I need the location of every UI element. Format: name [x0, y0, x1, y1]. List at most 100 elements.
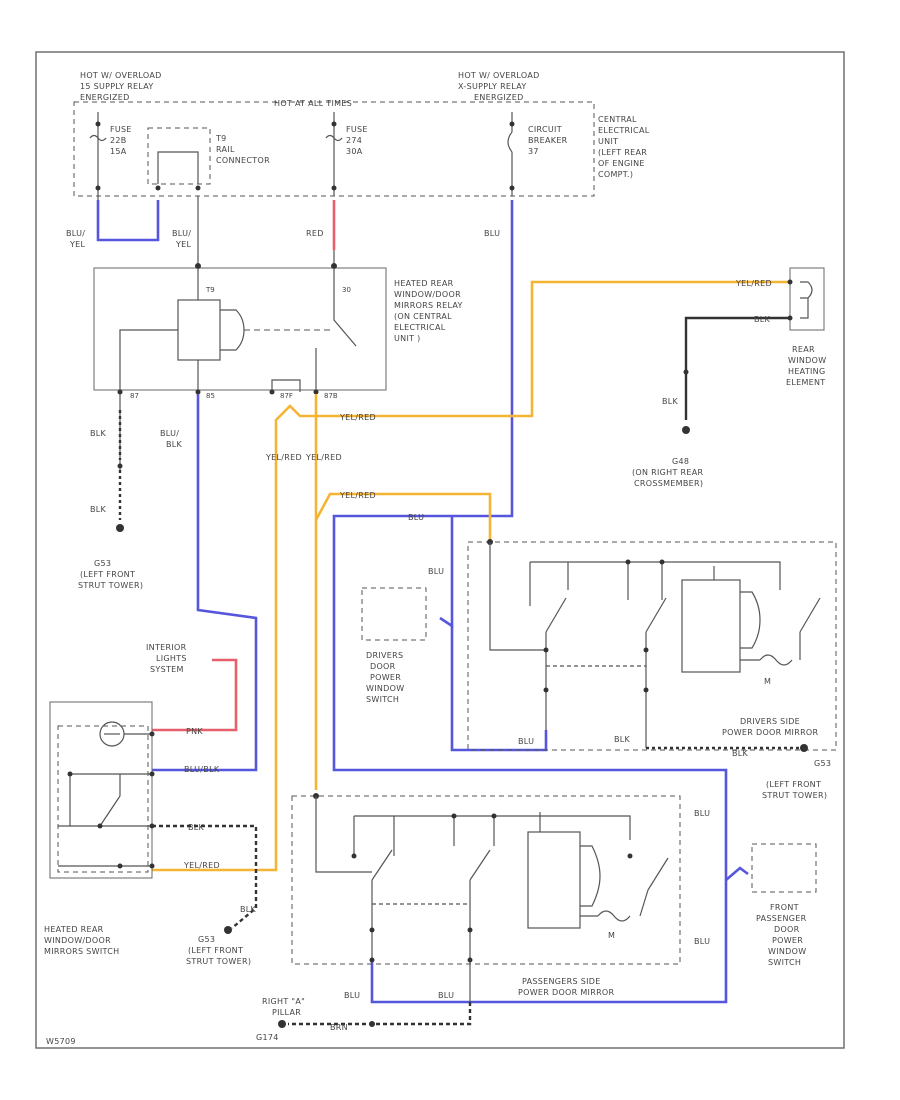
label-w-blu-yel-a2: YEL	[69, 240, 86, 249]
wire-yel-red-dd	[314, 492, 492, 540]
relay-coil	[177, 299, 221, 361]
wire-blk-sw-gnd	[152, 824, 258, 929]
label-relay-4: (ON CENTRAL	[394, 312, 452, 321]
label-fuse22-3: 15A	[110, 147, 127, 156]
label-sw-2: WINDOW/DOOR	[44, 936, 111, 945]
label-pd-sw-5: WINDOW	[768, 947, 806, 956]
label-m2: M	[608, 931, 615, 940]
ground-g174	[278, 1020, 286, 1028]
heated-rear-window-switch	[49, 701, 153, 879]
label-hot-xsupply-3: ENERGIZED	[474, 93, 524, 102]
label-dd-sw-1: DRIVERS	[366, 651, 403, 660]
label-dd-mirror-1: DRIVERS SIDE	[740, 717, 800, 726]
label-g-dd-1: G53	[814, 759, 831, 768]
label-w-blu-blk-sw: BLU/BLK	[184, 765, 220, 774]
label-hot-overload-3: ENERGIZED	[80, 93, 130, 102]
t9-connector	[147, 127, 211, 185]
label-fuse22-2: 22B	[110, 136, 127, 145]
label-ceu-5: OF ENGINE	[598, 159, 645, 168]
label-g-lf-2: (LEFT FRONT	[80, 570, 135, 579]
label-rear-2: WINDOW	[788, 356, 826, 365]
pin-87: 87	[130, 392, 139, 400]
ground-g53-a	[116, 524, 124, 532]
label-fuse22-1: FUSE	[110, 125, 132, 134]
label-dd-mirror-2: POWER DOOR MIRROR	[722, 728, 819, 737]
label-w-yel-red-v1: YEL/RED	[265, 453, 302, 462]
label-w-blk-sw: BLK	[188, 823, 205, 832]
wire-blk-rear	[684, 316, 790, 420]
label-g-rear-3: CROSSMEMBER)	[634, 479, 703, 488]
label-w-blu-blk-2: BLK	[166, 440, 183, 449]
pin-87b: 87B	[324, 392, 338, 400]
label-conn-3: CONNECTOR	[216, 156, 270, 165]
label-fuse24-2: 274	[346, 136, 362, 145]
label-w-blk-1: BLK	[90, 429, 107, 438]
label-w-blk-dd-gnd: BLK	[732, 749, 749, 758]
label-w-blu-dd: BLU	[428, 567, 444, 576]
label-g-lf-1: G53	[94, 559, 111, 568]
label-cb-3: 37	[528, 147, 539, 156]
label-w-blu-pdb1: BLU	[344, 991, 360, 1000]
label-g-a-1: RIGHT "A"	[262, 997, 305, 1006]
label-w-blk-ddb: BLK	[614, 735, 631, 744]
label-g-sw-2: (LEFT FRONT	[188, 946, 243, 955]
label-relay-5: ELECTRICAL	[394, 323, 446, 332]
label-rear-1: REAR	[792, 345, 815, 354]
label-w-yel-red-v3: YEL/RED	[339, 491, 376, 500]
label-w-blu-blk-1: BLU/	[160, 429, 179, 438]
label-ceu-6: COMPT.)	[598, 170, 633, 179]
label-fuse24-1: FUSE	[346, 125, 368, 134]
label-w-blk-sw-gnd: BLK	[240, 905, 257, 914]
label-dd-sw-2: DOOR	[370, 662, 396, 671]
label-fuse24-3: 30A	[346, 147, 363, 156]
label-w-yel-red-mid: YEL/RED	[339, 413, 376, 422]
label-w-yel-red-sw: YEL/RED	[183, 861, 220, 870]
label-g-a-2: PILLAR	[272, 1008, 301, 1017]
wire-blu-ddb	[450, 626, 548, 752]
label-w-blu-yel-b1: BLU/	[172, 229, 191, 238]
label-pd-mirror-2: POWER DOOR MIRROR	[518, 988, 615, 997]
label-sw-3: MIRRORS SWITCH	[44, 947, 119, 956]
label-ils-1: INTERIOR	[146, 643, 187, 652]
label-w-blu-pdb2: BLU	[438, 991, 454, 1000]
label-w-blk-2: BLK	[90, 505, 107, 514]
label-relay-3: MIRRORS RELAY	[394, 301, 463, 310]
label-hot-overload-2: 15 SUPPLY RELAY	[80, 82, 154, 91]
label-conn-2: RAIL	[216, 145, 235, 154]
label-g-sw-3: STRUT TOWER)	[186, 957, 251, 966]
label-g-dd-3: STRUT TOWER)	[762, 791, 827, 800]
wire-blu-main	[332, 200, 728, 1004]
wire-blu-blk	[152, 394, 258, 772]
label-g-rear-1: G48	[672, 457, 689, 466]
label-w-yel-red-top: YEL/RED	[735, 279, 772, 288]
wire-brn	[288, 1002, 472, 1026]
label-ceu-3: UNIT	[598, 137, 618, 146]
wire-yel-red-rear	[152, 280, 790, 872]
label-w-red: RED	[306, 229, 324, 238]
label-ceu-2: ELECTRICAL	[598, 126, 650, 135]
label-ceu-4: (LEFT REAR	[598, 148, 647, 157]
label-hot-xsupply-1: HOT W/ OVERLOAD	[458, 71, 540, 80]
label-relay-1: HEATED REAR	[394, 279, 454, 288]
label-pd-mirror-1: PASSENGERS SIDE	[522, 977, 601, 986]
rear-window-element	[789, 267, 825, 331]
ground-g48	[682, 426, 690, 434]
label-w-blu-mid: BLU	[408, 513, 424, 522]
label-hot-all-times: HOT AT ALL TIMES	[274, 99, 352, 108]
ground-g53-sw	[224, 926, 232, 934]
label-ils-2: LIGHTS	[156, 654, 187, 663]
label-m1: M	[764, 677, 771, 686]
wire-blu-yel-loop	[96, 200, 160, 242]
label-conn-1: T9	[215, 134, 227, 143]
label-dd-sw-4: WINDOW	[366, 684, 404, 693]
front-passenger-window-switch	[751, 843, 817, 893]
label-w-blu-top: BLU	[484, 229, 500, 238]
label-w-blu-pd2: BLU	[694, 937, 710, 946]
diagram-frame	[35, 51, 845, 1049]
label-g-a-3: G174	[256, 1033, 279, 1042]
label-pd-sw-1: FRONT	[770, 903, 799, 912]
label-w-brn: BRN	[330, 1023, 348, 1032]
label-w-blk-top: BLK	[754, 315, 771, 324]
label-pd-sw-2: PASSENGER	[756, 914, 807, 923]
